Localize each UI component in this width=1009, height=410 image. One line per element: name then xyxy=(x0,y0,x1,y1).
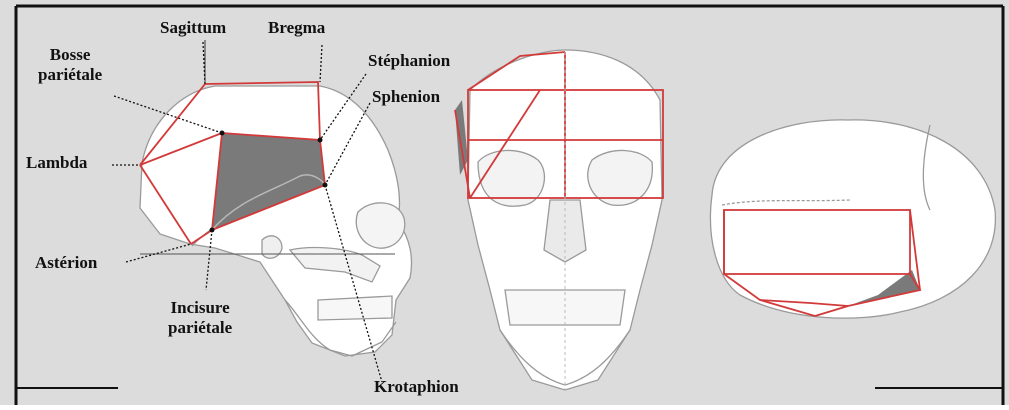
vertical-outline xyxy=(710,120,995,318)
label-stephanion: Stéphanion xyxy=(368,52,450,69)
label-lambda: Lambda xyxy=(26,154,87,171)
label-incisure-line2: pariétale xyxy=(168,318,232,338)
label-bosse-parietale: Bosse pariétale xyxy=(38,45,102,85)
label-bosse-line1: Bosse xyxy=(38,45,102,65)
label-bosse-line2: pariétale xyxy=(38,65,102,85)
point-bosse xyxy=(220,131,225,136)
point-sphenion xyxy=(323,183,328,188)
label-incisure-line1: Incisure xyxy=(168,298,232,318)
frontal-teeth xyxy=(505,290,625,325)
label-incisure-parietale: Incisure pariétale xyxy=(168,298,232,338)
lateral-teeth xyxy=(318,296,392,320)
label-krotaphion: Krotaphion xyxy=(374,378,459,395)
point-incisure xyxy=(210,228,215,233)
lateral-orbit xyxy=(356,203,405,248)
point-bregma xyxy=(318,138,323,143)
label-sagittum: Sagittum xyxy=(160,19,226,36)
lateral-ear xyxy=(262,236,282,258)
vertical-skull xyxy=(710,120,995,318)
label-sphenion: Sphenion xyxy=(372,88,440,105)
label-asterion: Astérion xyxy=(35,254,97,271)
label-bregma: Bregma xyxy=(268,19,325,36)
